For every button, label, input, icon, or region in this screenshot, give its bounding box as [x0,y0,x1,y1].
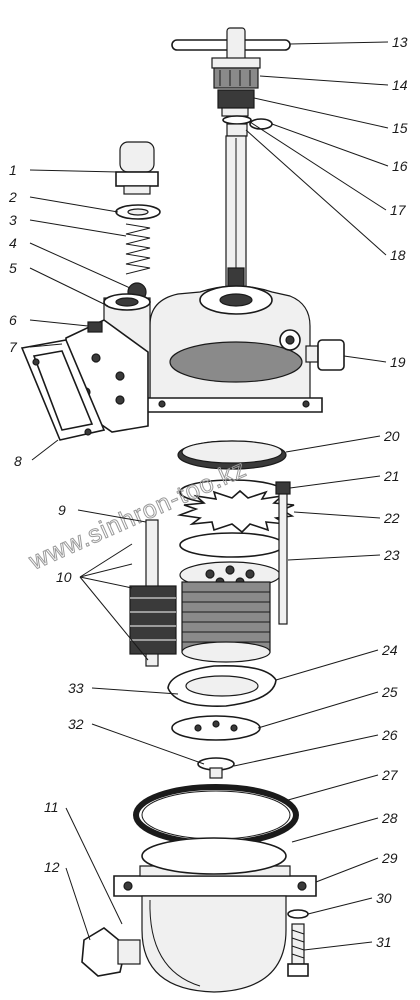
label-8: 8 [14,453,22,469]
bowl-bolt [287,909,309,977]
bottom-plates [167,664,277,779]
label-4: 4 [9,235,17,251]
label-21: 21 [383,468,400,484]
packing-nut [211,57,261,89]
label-3: 3 [9,212,17,228]
label-29: 29 [381,850,398,866]
side-plug [305,339,345,371]
label-13: 13 [392,34,408,50]
label-2: 2 [8,189,17,205]
label-22: 22 [383,510,400,526]
label-10: 10 [56,569,72,585]
bowl [113,837,317,993]
t-handle [171,27,291,63]
label-16: 16 [392,158,408,174]
flange-gasket [20,339,106,441]
parts-drawing [20,27,345,993]
label-25: 25 [381,684,398,700]
label-14: 14 [392,77,408,93]
label-15: 15 [392,120,408,136]
gland-parts [217,89,273,137]
cover-body [103,285,323,413]
cleaning-rods [129,519,177,667]
label-11: 11 [44,799,59,815]
shaft [225,135,247,297]
label-20: 20 [383,428,400,444]
label-18: 18 [390,247,406,263]
sealing-ring [133,784,299,846]
label-12: 12 [44,859,60,875]
label-28: 28 [381,810,398,826]
drain-cock [81,927,141,977]
label-23: 23 [383,547,400,563]
relief-valve-parts [115,141,161,302]
label-30: 30 [376,890,392,906]
label-17: 17 [390,202,407,218]
label-7: 7 [9,339,18,355]
tie-bolt [275,481,291,625]
label-32: 32 [68,716,84,732]
leader-lines [29,41,389,951]
part-labels: 1 2 3 4 5 6 7 8 9 10 11 12 13 14 15 16 1… [8,34,408,950]
label-31: 31 [376,934,392,950]
disc-stack [181,581,271,663]
label-9: 9 [58,502,66,518]
label-33: 33 [68,680,84,696]
label-1: 1 [9,162,17,178]
label-26: 26 [381,727,398,743]
label-19: 19 [390,354,406,370]
label-27: 27 [381,767,399,783]
label-5: 5 [9,260,17,276]
label-6: 6 [9,312,17,328]
label-24: 24 [381,642,398,658]
